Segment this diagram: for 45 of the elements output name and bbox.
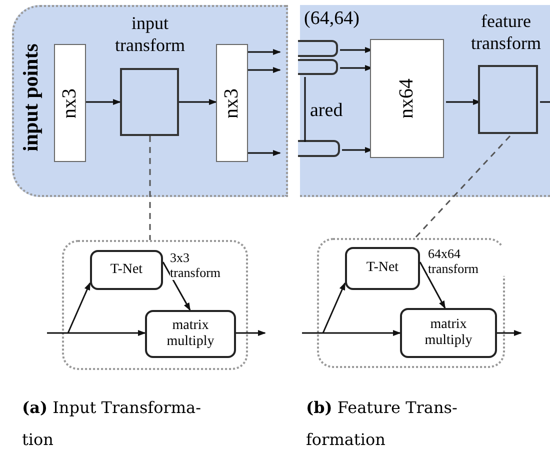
arrow [86, 99, 121, 105]
box-label: matrix multiply [424, 316, 474, 350]
leader-line [414, 135, 511, 239]
box-heading: input transform [114, 12, 186, 56]
feature-box [54, 44, 86, 162]
process-box [345, 247, 420, 290]
feature-box [370, 39, 444, 158]
arrow [248, 49, 281, 55]
arrow [179, 99, 217, 105]
subfigure-caption: (a) Input Transforma- tion [22, 397, 202, 451]
arrow [419, 262, 446, 309]
box-label: nx3 [220, 88, 244, 118]
feature-box [216, 44, 248, 162]
arrow [248, 67, 281, 73]
mlp-box [298, 59, 338, 75]
box-label: matrix multiply [166, 318, 216, 350]
arrow [497, 330, 522, 336]
arrow [236, 330, 266, 336]
edge-label: 64x64 transform [428, 246, 508, 276]
mlp-box [298, 40, 338, 57]
box-label: T-Net [366, 260, 399, 277]
dimension-label: (64,64) [304, 8, 360, 30]
axis-title: input points [18, 42, 44, 154]
box-label: nx64 [396, 78, 418, 118]
box-label: nx3 [58, 88, 82, 118]
zoom-box [317, 238, 505, 368]
box-label: T-Net [110, 262, 143, 278]
leader-line [149, 136, 151, 240]
arrow [67, 282, 91, 334]
arrow [248, 150, 281, 156]
panel-background [12, 5, 288, 197]
arrow [162, 262, 191, 311]
subfigure-caption: (b) Feature Trans- formation [306, 397, 458, 451]
panel-background [300, 5, 550, 197]
mlp-box [298, 140, 340, 157]
arrow [47, 330, 146, 336]
process-box [90, 250, 163, 290]
arrow [322, 282, 346, 334]
connector-line [304, 77, 306, 142]
box-heading: feature transform [470, 10, 542, 54]
zoom-box [62, 240, 248, 370]
connector-line [540, 101, 550, 103]
process-box [145, 310, 236, 358]
arrow [302, 330, 401, 336]
process-box [400, 308, 497, 358]
